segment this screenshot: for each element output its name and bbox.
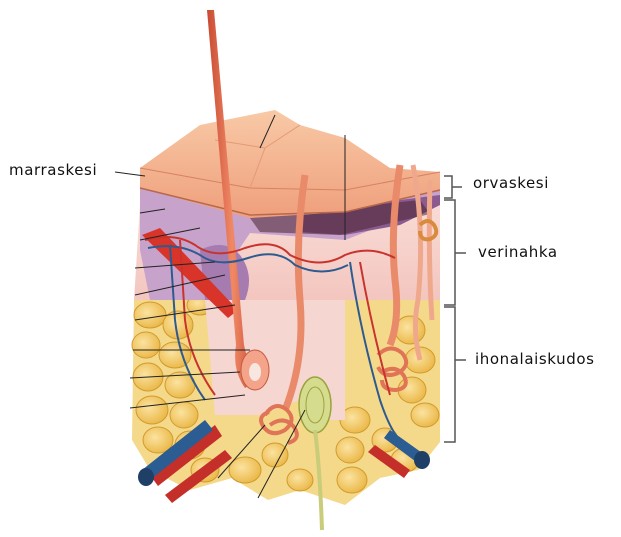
label-dermis: verinahka [478, 243, 558, 261]
label-epidermis: marraskesi [9, 161, 97, 179]
layer-brackets [444, 176, 466, 442]
label-stratum-corneum: orvaskesi [473, 174, 549, 192]
label-subcutis: ihonalaiskudos [475, 350, 595, 368]
